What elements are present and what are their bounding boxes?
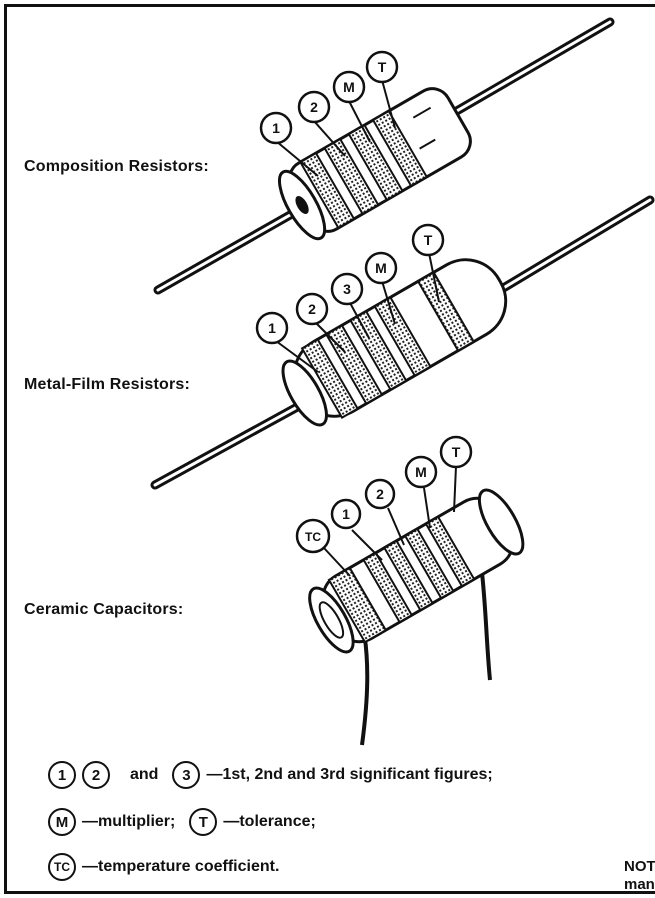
legend-significant: 1 2 and 3 —1st, 2nd and 3rd significant … [48, 758, 493, 792]
composition-label: Composition Resistors: [24, 158, 209, 176]
note-line-2: man [624, 876, 655, 893]
legend-and: and [130, 766, 158, 784]
comp-marker-t: T [378, 59, 387, 75]
cer-marker-2: 2 [376, 486, 384, 502]
film-marker-m: M [375, 260, 387, 276]
cer-marker-t: T [452, 444, 461, 460]
cer-marker-1: 1 [342, 506, 350, 522]
legend-temp-coeff-text: —temperature coefficient. [82, 858, 279, 876]
legend-marker-2: 2 [82, 761, 110, 789]
comp-marker-m: M [343, 79, 355, 95]
legend-marker-3: 3 [172, 761, 200, 789]
legend-multiplier-tolerance: M —multiplier; T —tolerance; [48, 805, 316, 839]
comp-marker-2: 2 [310, 99, 318, 115]
ceramic-label: Ceramic Capacitors: [24, 601, 183, 619]
legend-marker-tc: TC [48, 853, 76, 881]
film-marker-3: 3 [343, 281, 351, 297]
legend-marker-t: T [189, 808, 217, 836]
legend-significant-text: —1st, 2nd and 3rd significant figures; [206, 766, 492, 784]
legend-tolerance-text: —tolerance; [223, 813, 315, 831]
legend-temp-coeff: TC —temperature coefficient. [48, 850, 279, 884]
comp-marker-1: 1 [272, 120, 280, 136]
cer-marker-tc: TC [305, 530, 321, 544]
legend-multiplier-text: —multiplier; [82, 813, 175, 831]
film-marker-t: T [424, 232, 433, 248]
note-line-1: NOT [624, 858, 655, 875]
legend-marker-1: 1 [48, 761, 76, 789]
cer-marker-m: M [415, 464, 427, 480]
film-marker-2: 2 [308, 301, 316, 317]
legend-marker-m: M [48, 808, 76, 836]
film-marker-1: 1 [268, 320, 276, 336]
metal-film-resistor [155, 200, 650, 485]
metal-film-label: Metal-Film Resistors: [24, 376, 190, 394]
